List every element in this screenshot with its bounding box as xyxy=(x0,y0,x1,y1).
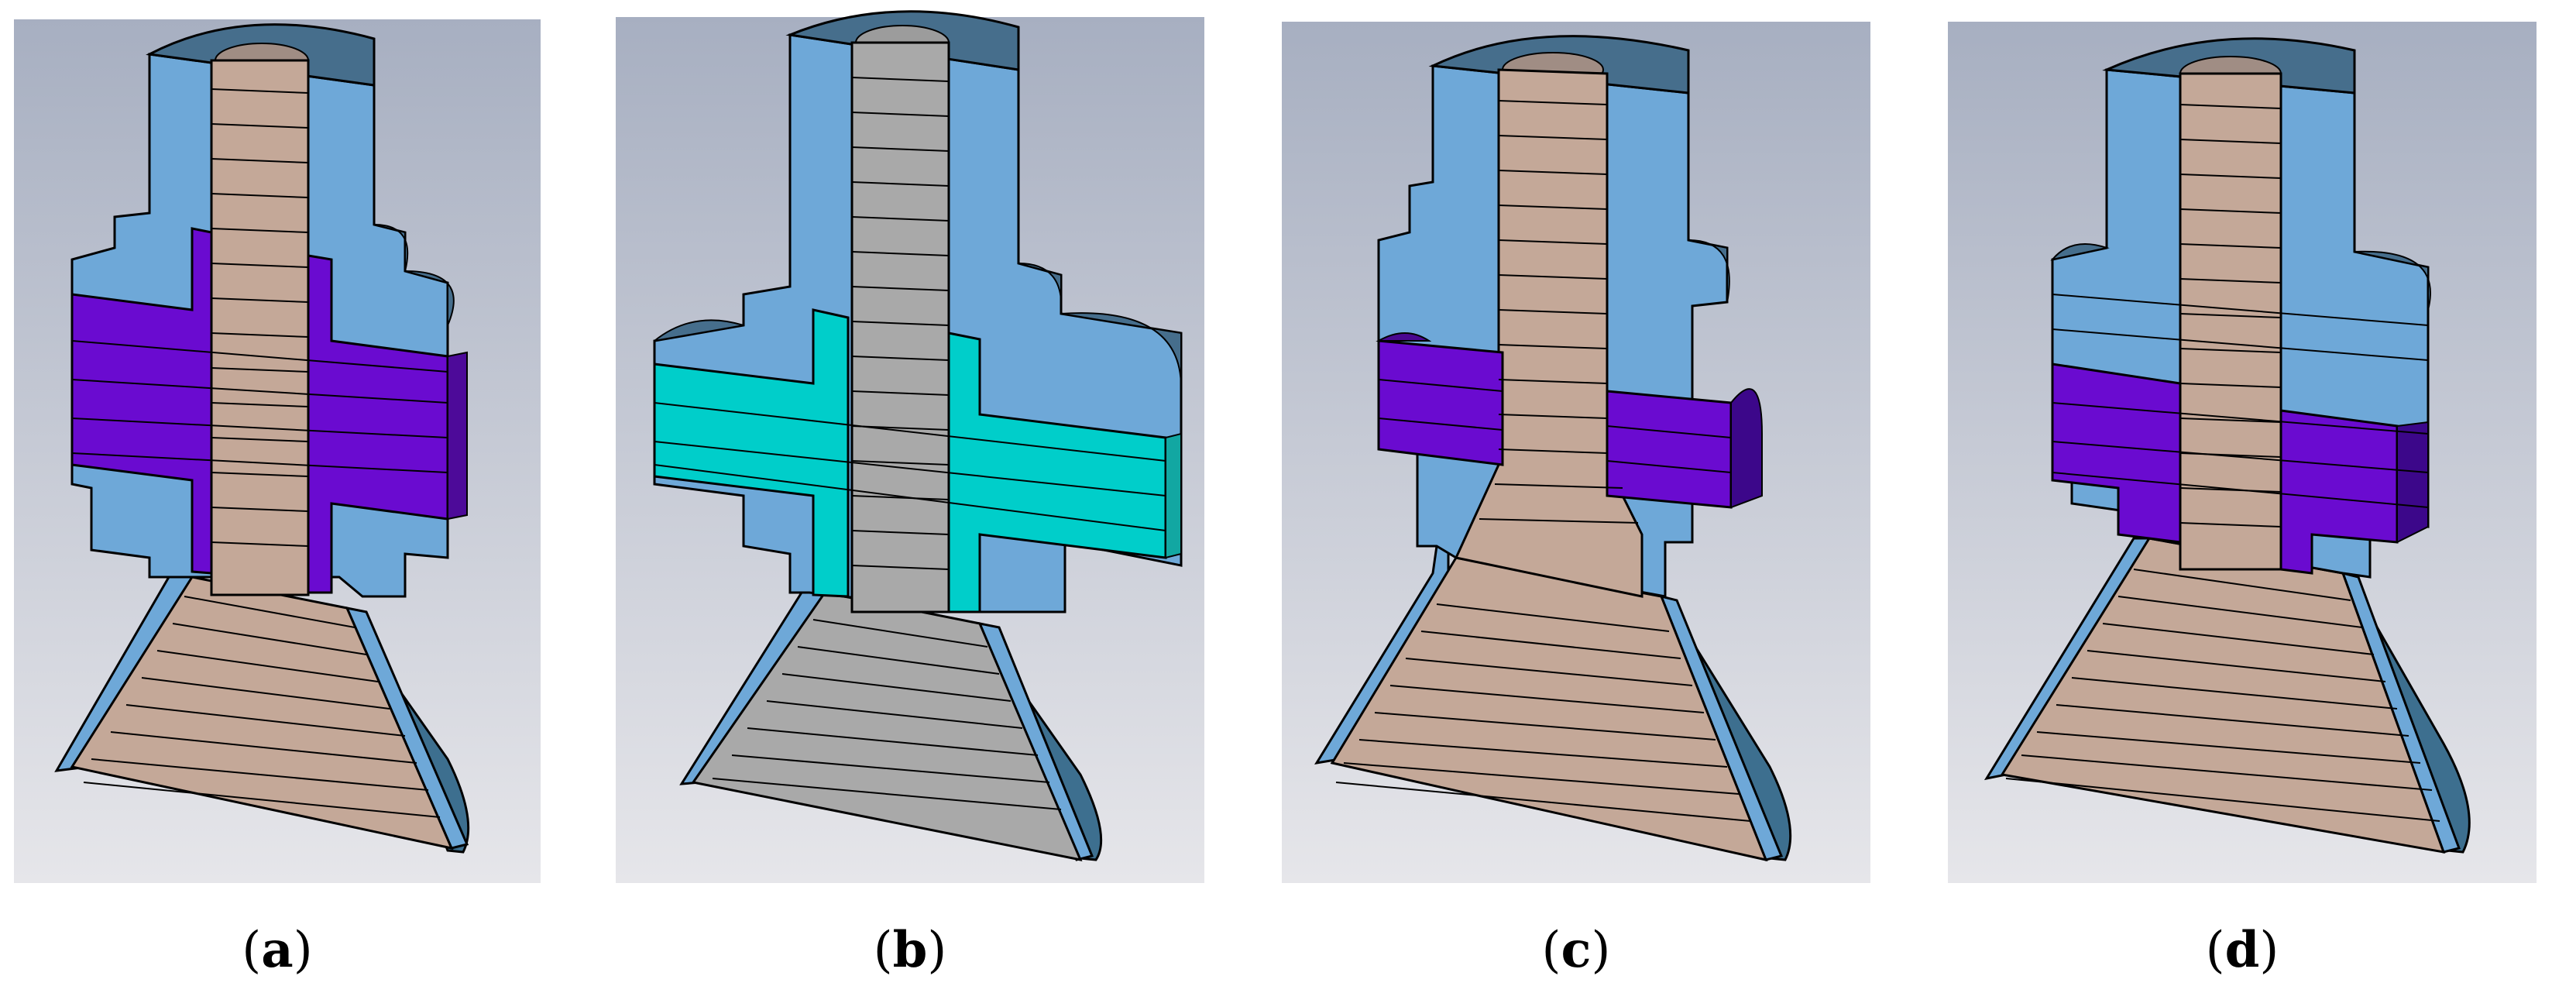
panel-c: (c) xyxy=(1282,0,1870,1000)
panel-b: (b) xyxy=(616,0,1204,1000)
horn-inner-b xyxy=(691,591,1083,862)
inner-conductor-a xyxy=(210,59,310,596)
inner-conductor-d xyxy=(2179,72,2282,571)
dielectric-insert-left-b xyxy=(653,308,850,598)
panel-d: (d) xyxy=(1948,0,2537,1000)
dielectric-insert-left-c xyxy=(1377,339,1504,466)
inner-conductor-b xyxy=(850,41,950,613)
panel-c-model xyxy=(1282,22,1870,883)
dielectric-insert-right-c xyxy=(1606,390,1733,509)
panel-d-model xyxy=(1948,22,2537,883)
caption-d: (d) xyxy=(2205,921,2279,979)
panel-b-model xyxy=(616,10,1204,883)
horn-inner-a xyxy=(70,576,454,851)
panel-a-model xyxy=(14,19,541,883)
caption-b: (b) xyxy=(873,921,947,979)
caption-a: (a) xyxy=(242,921,313,979)
dielectric-insert-left-a xyxy=(70,227,213,575)
caption-c: (c) xyxy=(1541,921,1611,979)
panel-a: (a) xyxy=(14,0,541,1000)
